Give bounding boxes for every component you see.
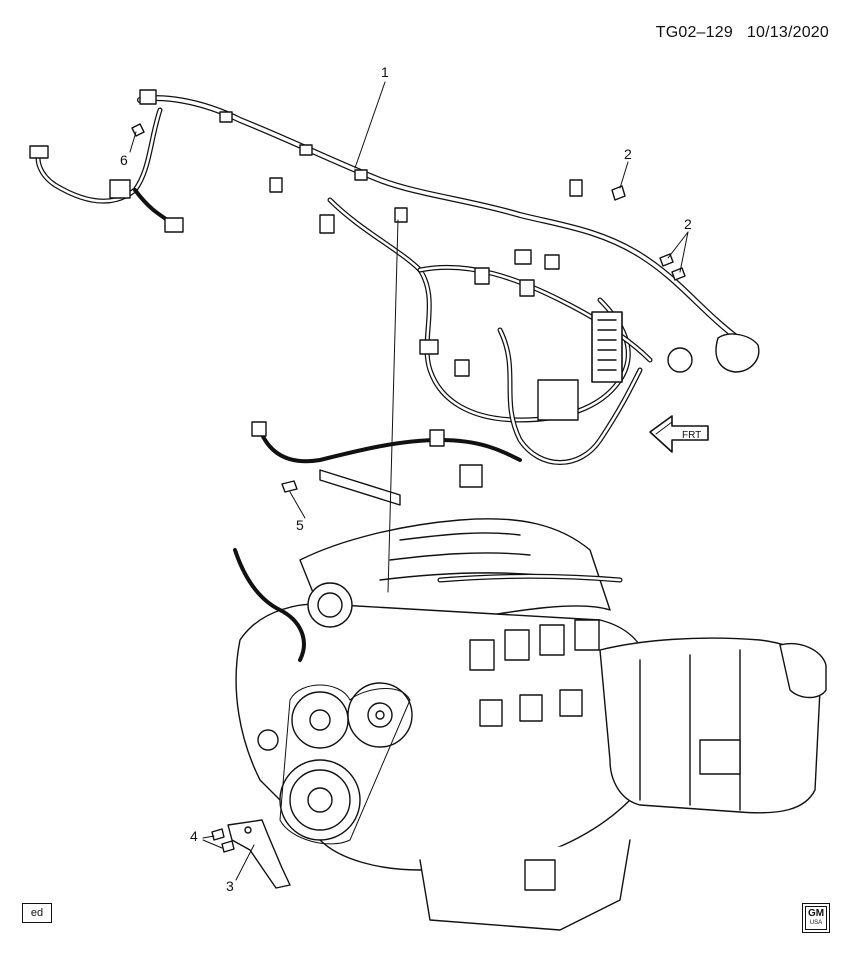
callout-1: 1 — [381, 64, 389, 80]
engine-assembly — [233, 518, 654, 931]
wiring-harness — [29, 89, 760, 506]
callout-3: 3 — [226, 878, 234, 894]
callout-5: 5 — [296, 517, 304, 533]
gm-logo-subtext: USA — [809, 920, 823, 926]
diagram-header: TG02–129 10/13/2020 — [656, 24, 829, 42]
bracket — [211, 819, 291, 889]
callout-6: 6 — [120, 152, 128, 168]
leader-lines — [129, 81, 689, 881]
callout-2b: 2 — [684, 216, 692, 232]
ed-label-box: ed — [22, 903, 52, 923]
frt-arrow-icon: FRT — [649, 415, 709, 453]
frt-label: FRT — [682, 430, 701, 441]
gm-logo-icon: GM USA — [802, 903, 830, 933]
fasteners — [131, 123, 686, 493]
diagram-date: 10/13/2020 — [746, 24, 829, 41]
callout-2a: 2 — [624, 146, 632, 162]
callout-4: 4 — [190, 828, 198, 844]
transmission — [599, 637, 827, 814]
diagram-id: TG02–129 — [655, 24, 733, 41]
gm-logo-text: GM — [807, 908, 825, 919]
